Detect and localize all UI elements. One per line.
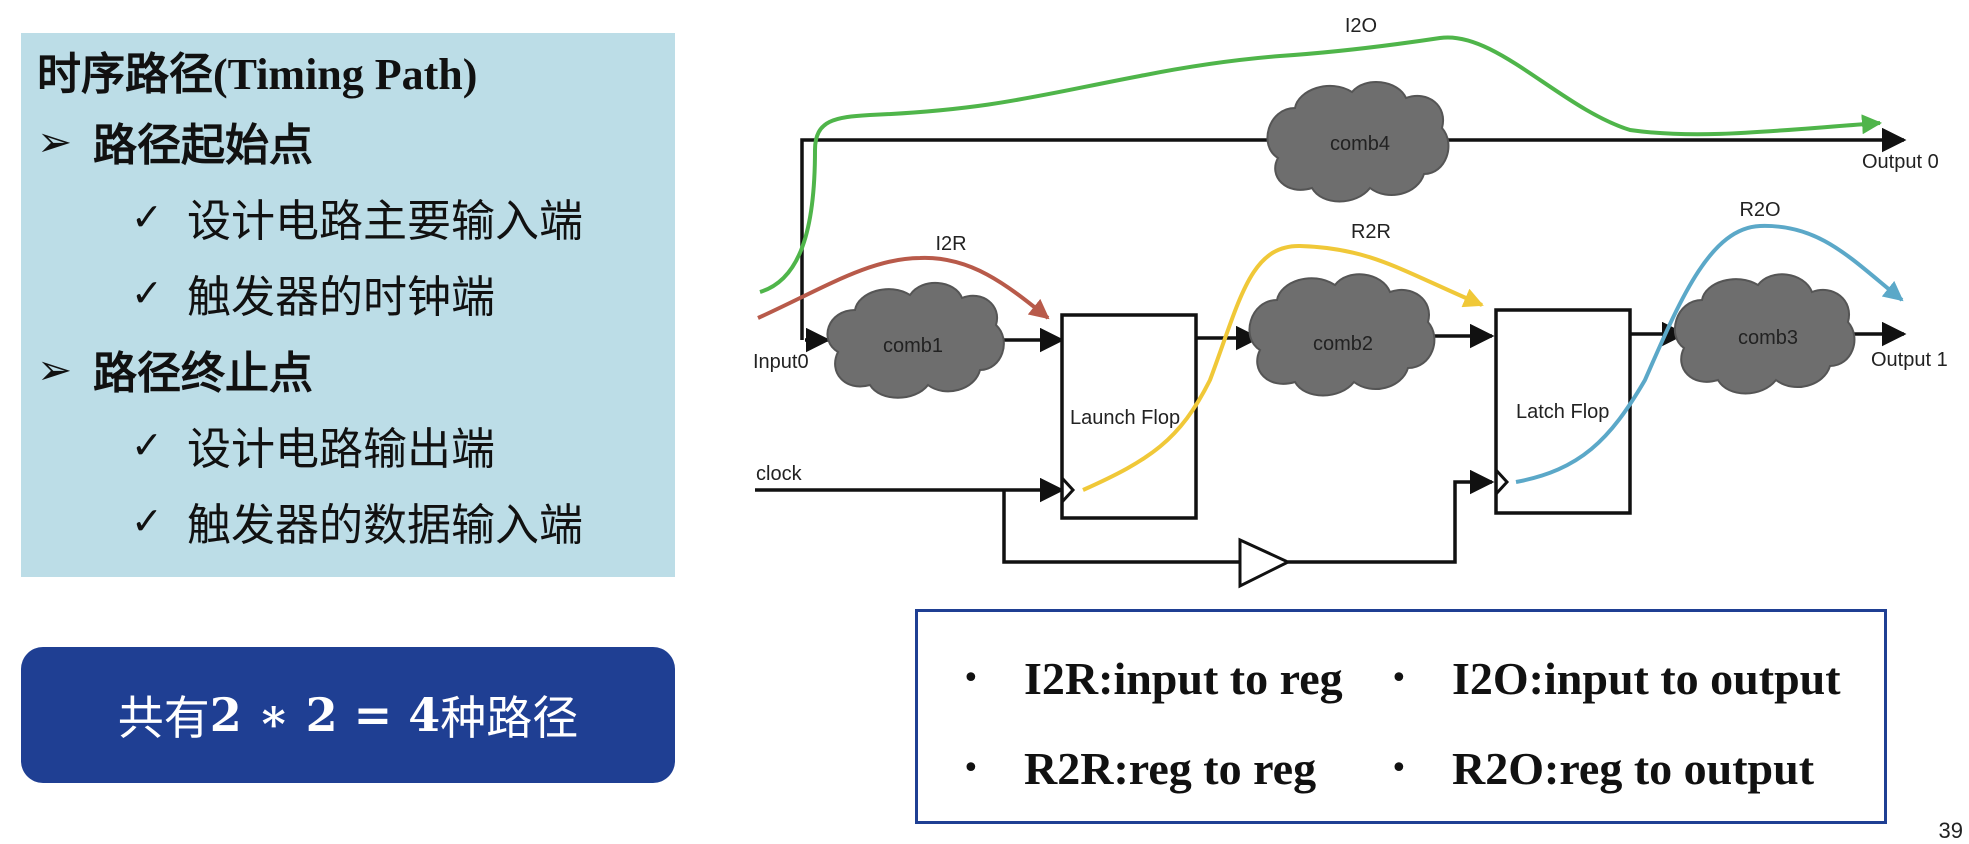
comb2-label: comb2	[1313, 333, 1373, 355]
arrow-bullet-icon: ➢	[37, 344, 73, 394]
clock-buffer-icon	[1238, 537, 1292, 589]
r2o-label: R2O	[1739, 199, 1780, 221]
comb3-label: comb3	[1738, 327, 1798, 349]
summary-prefix: 共有	[117, 691, 210, 745]
comb4-cloud: comb4	[1266, 80, 1450, 203]
end-point-label: 路径终止点	[93, 348, 313, 399]
end-point-item-text: 触发器的数据输入端	[187, 500, 583, 551]
legend-text: R2R:reg to reg	[1024, 743, 1317, 794]
start-point-heading: ➢ 路径起始点	[37, 103, 675, 179]
output0-label: Output 0	[1862, 151, 1939, 173]
comb3-cloud: comb3	[1674, 273, 1856, 395]
i2o-label: I2O	[1345, 15, 1377, 37]
timing-path-info-box: 时序路径(Timing Path) ➢ 路径起始点 ✓ 设计电路主要输入端 ✓ …	[21, 33, 675, 577]
legend-item-r2r: • R2R:reg to reg	[962, 742, 1316, 795]
check-icon: ✓	[131, 499, 163, 543]
path-count-summary: 共有 2 ∗ 2 = 4 种路径	[21, 647, 675, 783]
clock-buffered-wire	[1288, 469, 1495, 564]
legend-text: R2O:reg to output	[1452, 743, 1815, 794]
launch-clock-pin-icon	[1060, 476, 1076, 504]
start-point-label: 路径起始点	[93, 120, 313, 171]
legend-text: I2R:input to reg	[1024, 653, 1343, 704]
summary-suffix: 种路径	[440, 691, 579, 745]
input0-branch-wire	[800, 138, 1276, 340]
latch-clock-pin-icon	[1494, 468, 1510, 496]
start-point-item-text: 设计电路主要输入端	[187, 196, 583, 247]
end-point-item: ✓ 设计电路输出端	[37, 407, 675, 483]
legend-item-i2r: • I2R:input to reg	[962, 652, 1343, 705]
r2r-label: R2R	[1351, 221, 1391, 243]
path-type-legend: • I2R:input to reg • I2O:input to output…	[915, 609, 1887, 824]
comb1-label: comb1	[883, 335, 943, 357]
latch-flop-label: Latch Flop	[1516, 401, 1609, 423]
launch-flop	[1060, 313, 1198, 520]
clock-label: clock	[756, 463, 803, 485]
timing-path-diagram: comb1 comb2 comb3 comb4 I2O I2R R2R R2O …	[753, 15, 1948, 589]
info-title: 时序路径(Timing Path)	[37, 50, 478, 99]
end-point-heading: ➢ 路径终止点	[37, 331, 675, 407]
comb4-label: comb4	[1330, 133, 1390, 155]
check-icon: ✓	[131, 195, 163, 239]
r2r-path-curve	[1082, 243, 1484, 492]
comb1-cloud: comb1	[826, 281, 1005, 399]
comb2-cloud: comb2	[1248, 273, 1436, 397]
output1-label: Output 1	[1871, 349, 1948, 371]
bullet-icon: •	[1390, 661, 1408, 696]
end-point-item: ✓ 触发器的数据输入端	[37, 483, 675, 559]
bullet-icon: •	[962, 751, 980, 786]
input0-label: Input0	[753, 351, 809, 373]
latch-flop	[1494, 308, 1632, 515]
i2r-label: I2R	[935, 233, 966, 255]
legend-item-i2o: • I2O:input to output	[1390, 652, 1841, 705]
start-point-item: ✓ 设计电路主要输入端	[37, 179, 675, 255]
check-icon: ✓	[131, 271, 163, 315]
launch-flop-label: Launch Flop	[1070, 407, 1180, 429]
check-icon: ✓	[131, 423, 163, 467]
start-point-item: ✓ 触发器的时钟端	[37, 255, 675, 331]
bullet-icon: •	[962, 661, 980, 696]
start-point-item-text: 触发器的时钟端	[187, 272, 495, 323]
summary-formula: 2 ∗ 2 = 4	[209, 688, 441, 742]
arrow-bullet-icon: ➢	[37, 116, 73, 166]
legend-item-r2o: • R2O:reg to output	[1390, 742, 1814, 795]
end-point-item-text: 设计电路输出端	[187, 424, 495, 475]
i2o-path-curve	[759, 35, 1882, 294]
clock-branch-wire	[1002, 490, 1240, 564]
bullet-icon: •	[1390, 751, 1408, 786]
i2r-path-curve	[757, 255, 1050, 320]
signal-wires	[755, 127, 1907, 564]
page-number: 39	[1938, 818, 1963, 843]
r2o-path-curve	[1515, 223, 1904, 484]
legend-text: I2O:input to output	[1452, 653, 1841, 704]
